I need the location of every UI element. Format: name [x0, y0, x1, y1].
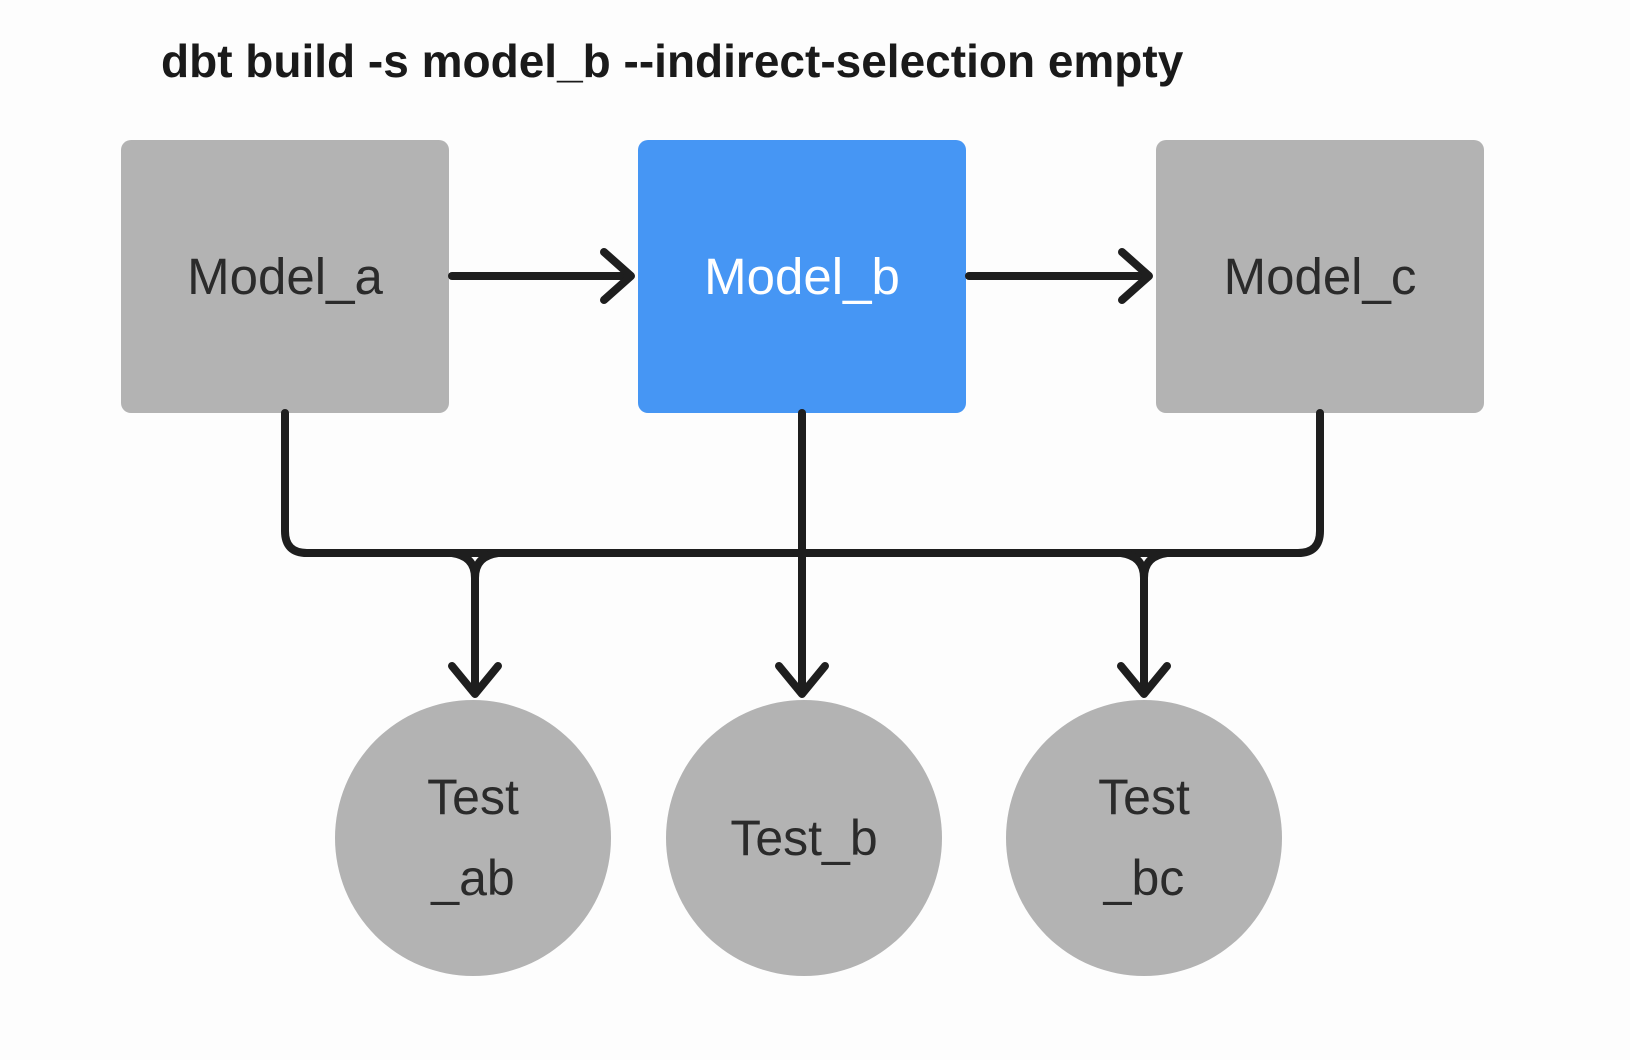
arrow-bus-to-test-ab-icon [448, 549, 502, 698]
arrow-model-b-to-test-b-icon [775, 409, 829, 698]
node-model-c-label: Model_c [1223, 248, 1417, 305]
node-model-a: Model_a [121, 140, 449, 413]
node-model-c: Model_c [1156, 140, 1484, 413]
node-test-bc-line2: _bc [1103, 850, 1185, 906]
node-test-b-line1: Test_b [730, 809, 878, 866]
connector-bus [281, 409, 1324, 557]
command-title: dbt build -s model_b --indirect-selectio… [161, 35, 1184, 87]
node-test-bc-line1: Test [1098, 769, 1190, 825]
node-test-b: Test_b [666, 700, 942, 976]
arrow-bus-to-test-bc-icon [1117, 549, 1171, 698]
node-model-b-label: Model_b [704, 248, 900, 305]
arrow-model-a-to-model-b-icon [448, 248, 635, 304]
node-test-ab-line2: _ab [431, 850, 515, 906]
arrow-model-b-to-model-c-icon [965, 248, 1153, 304]
node-test-bc-label: Test _bc [1098, 757, 1190, 919]
node-test-ab-label: Test _ab [427, 757, 519, 919]
node-test-bc: Test _bc [1006, 700, 1282, 976]
node-model-b-selected: Model_b [638, 140, 966, 413]
node-test-ab-line1: Test [427, 769, 519, 825]
node-test-ab: Test _ab [335, 700, 611, 976]
node-model-a-label: Model_a [187, 248, 383, 305]
node-test-b-label: Test_b [730, 798, 877, 879]
